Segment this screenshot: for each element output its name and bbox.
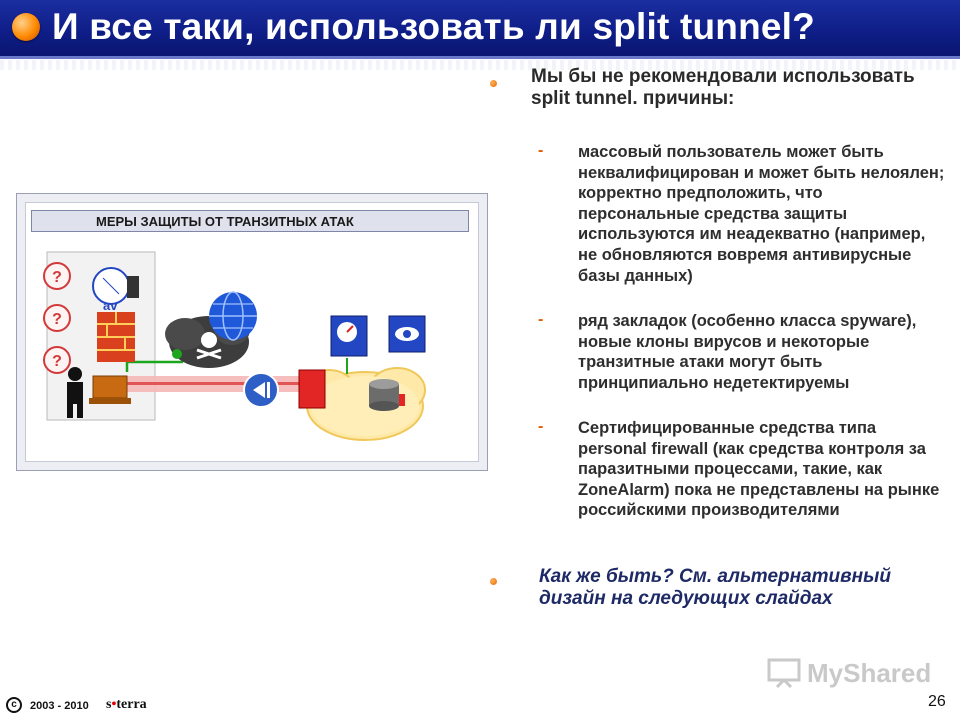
tunnel-line	[107, 382, 337, 385]
title-bullet-icon	[12, 13, 40, 41]
user-figure-icon	[67, 367, 83, 418]
mysharedwatermark: MyShared	[767, 656, 931, 692]
personal-firewall-icon	[97, 312, 135, 362]
sub-dash-1: -	[538, 142, 544, 159]
ids-eye-icon	[388, 315, 426, 353]
footer-years: 2003 - 2010	[30, 700, 89, 712]
bullet-1-text: Мы бы не рекомендовали использовать spli…	[531, 66, 915, 109]
title-bar: И все таки, использовать ли split tunnel…	[0, 0, 960, 59]
bullet-icon	[490, 578, 497, 585]
bullet-icon	[490, 80, 497, 87]
presentation-icon	[767, 658, 801, 689]
diagram-header: МЕРЫ ЗАЩИТЫ ОТ ТРАНЗИТНЫХ АТАК	[31, 210, 469, 232]
sub-item-1: массовый пользователь может быть неквали…	[578, 143, 945, 285]
sub-dash-2: -	[538, 311, 544, 328]
sub-item-3: Сертифицированные средства типа personal…	[578, 419, 940, 520]
firewall-server-icon	[298, 369, 326, 409]
vpn-gateway-icon	[243, 372, 279, 408]
logo-rest: terra	[116, 697, 147, 712]
title-underline-stripe	[0, 60, 960, 70]
watermark-text: MyShared	[807, 658, 932, 688]
sub-dash-3: -	[538, 418, 544, 435]
copyright-icon: c	[6, 697, 22, 713]
sub-item-2: ряд закладок (особенно класса spyware), …	[578, 312, 917, 392]
av-label: av	[103, 298, 118, 313]
logo-dot: •	[111, 697, 117, 712]
database-icon	[369, 379, 405, 411]
question-mark-2: ?	[52, 311, 62, 328]
question-mark-3: ?	[52, 353, 62, 370]
company-logo: s•terra	[106, 697, 147, 713]
internet-globe-icon	[209, 291, 257, 341]
antivirus-console-icon	[330, 315, 368, 357]
diagram-illustration: ? ? ? av	[43, 251, 426, 441]
logo-s: s	[106, 697, 112, 712]
transit-attack-diagram: МЕРЫ ЗАЩИТЫ ОТ ТРАНЗИТНЫХ АТАК	[16, 193, 488, 471]
bullet-2-text: Как же быть? См. альтернативный дизайн н…	[539, 566, 891, 609]
question-bubble-icon	[43, 262, 71, 374]
antivirus-scan-icon	[92, 267, 139, 305]
laptop-icon	[89, 375, 131, 404]
slide-title: И все таки, использовать ли split tunnel…	[52, 6, 815, 47]
question-mark-1: ?	[52, 269, 62, 286]
page-number: 26	[928, 693, 946, 710]
